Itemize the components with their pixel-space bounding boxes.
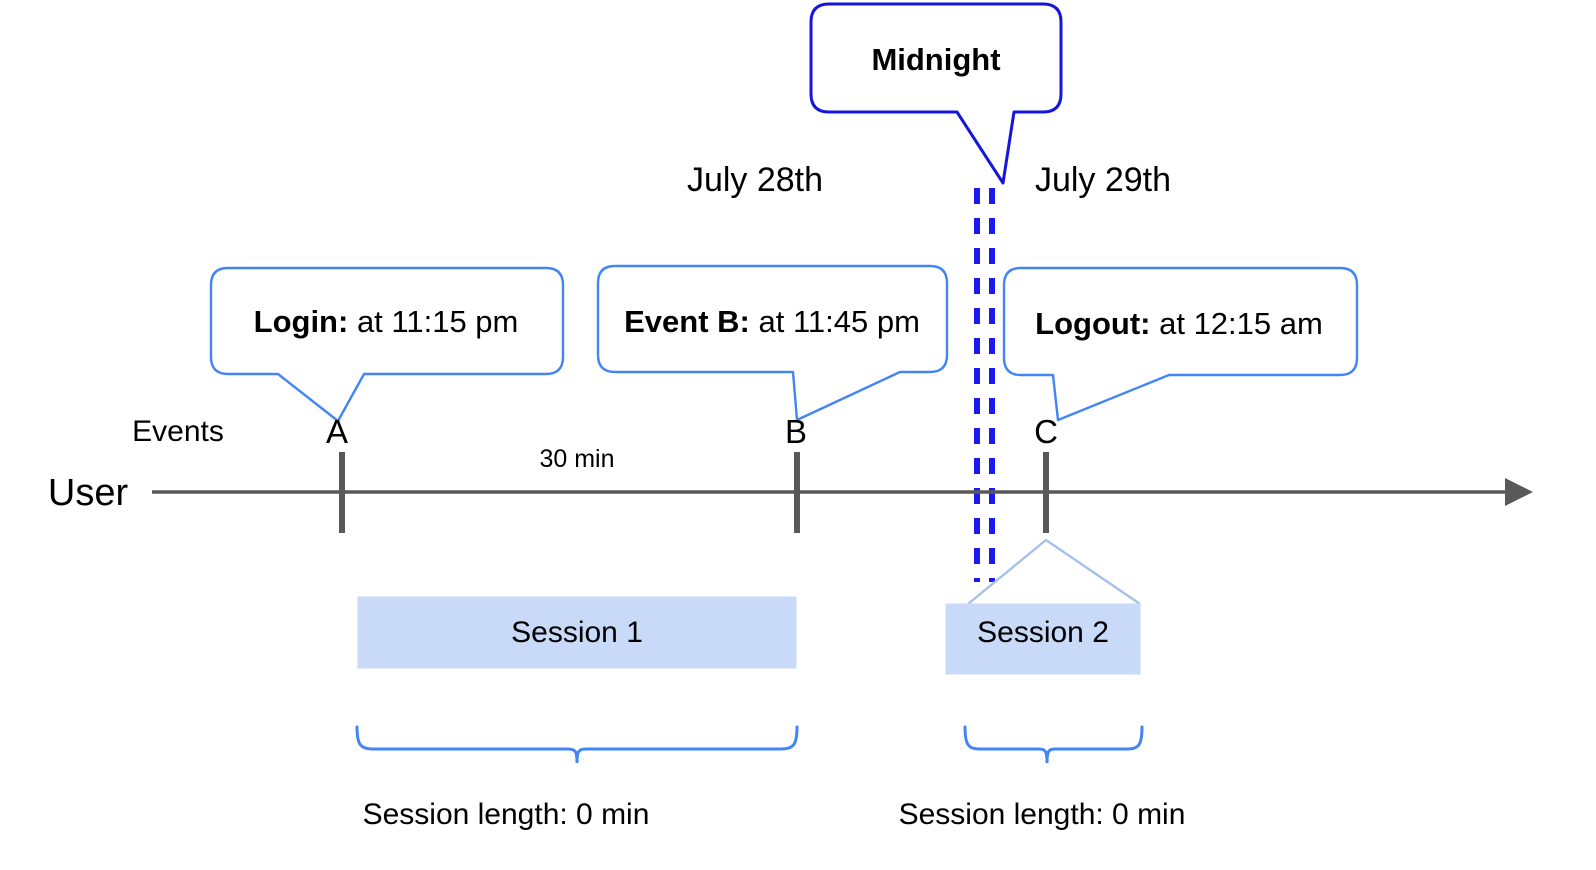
callout-login-rest: at 11:15 pm xyxy=(348,304,519,339)
callout-text-logout: Logout: at 12:15 am xyxy=(1035,308,1323,339)
callout-shape-eventb xyxy=(596,264,949,422)
callout-text-login: Login: at 11:15 pm xyxy=(254,306,519,337)
interval-label-30min: 30 min xyxy=(539,445,615,473)
callout-eventb-bold: Event B: xyxy=(624,304,750,339)
session-bar-2 xyxy=(945,603,1141,675)
date-label-july-29: July 29th xyxy=(1034,161,1172,199)
midnight-divider-lines xyxy=(974,188,995,582)
callout-login-bold: Login: xyxy=(253,304,349,339)
midnight-label: Midnight xyxy=(871,42,1001,77)
brace-session-1 xyxy=(355,725,799,764)
session-length-label-1: Session length: 0 min xyxy=(362,798,650,831)
session-bar-label-2: Session 2 xyxy=(977,616,1109,649)
midnight-callout-shape xyxy=(809,2,1063,185)
callout-logout-rest: at 12:15 am xyxy=(1150,306,1323,341)
callout-text-eventb: Event B: at 11:45 pm xyxy=(624,306,920,337)
session2-connector xyxy=(967,538,1141,605)
session-bar-label-1: Session 1 xyxy=(511,616,643,649)
event-point-label-c: C xyxy=(1034,413,1058,450)
callout-shape-login xyxy=(209,266,565,423)
callout-logout-bold: Logout: xyxy=(1035,306,1151,341)
events-row-label: Events xyxy=(132,415,224,448)
callout-eventb-rest: at 11:45 pm xyxy=(749,304,920,339)
event-point-label-a: A xyxy=(325,413,349,450)
session-length-label-2: Session length: 0 min xyxy=(898,798,1186,831)
user-axis-label: User xyxy=(47,472,129,514)
brace-session-2 xyxy=(963,725,1144,764)
session-bar-1 xyxy=(357,596,797,669)
callout-shape-logout xyxy=(1002,266,1359,422)
date-label-july-28: July 28th xyxy=(686,161,824,199)
event-point-label-b: B xyxy=(784,413,808,450)
